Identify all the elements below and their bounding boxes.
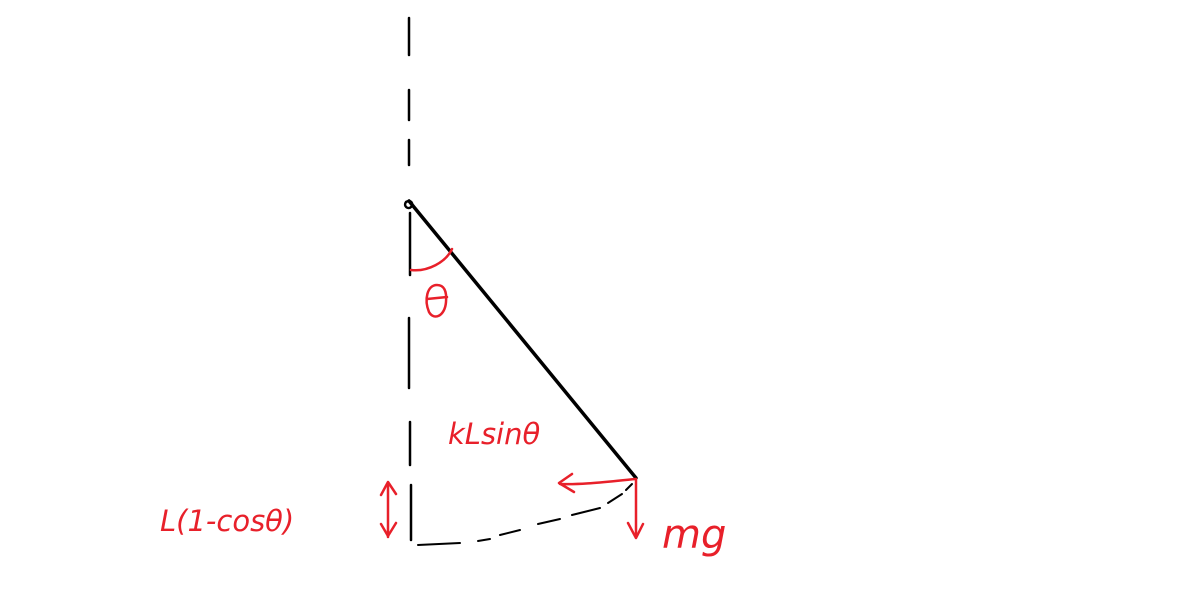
- theta-symbol: [425, 283, 449, 318]
- spring-force-arrow: [557, 472, 638, 494]
- height-label: L(1-cosθ): [160, 504, 294, 538]
- spring-force-label: kLsinθ: [448, 417, 540, 451]
- swing-arc: [417, 483, 633, 546]
- annotations: [379, 247, 645, 540]
- pendulum-rod: [407, 199, 638, 480]
- vertical-reference-line: [407, 16, 413, 542]
- height-double-arrow: [379, 480, 398, 539]
- angle-arc: [409, 247, 454, 272]
- weight-label: mg: [662, 512, 726, 558]
- weight-arrow: [626, 478, 645, 540]
